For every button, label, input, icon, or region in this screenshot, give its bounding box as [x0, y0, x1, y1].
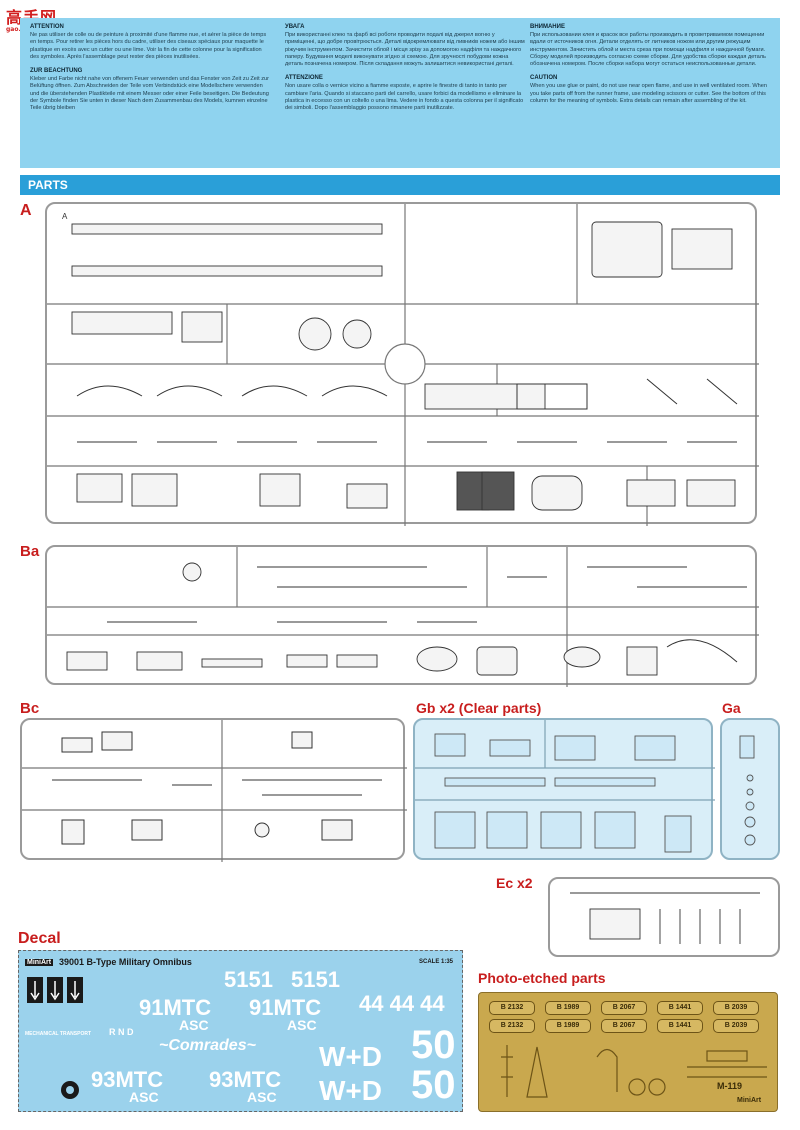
decal-wheel-emblem: [61, 1081, 79, 1099]
pe-title: Photo-etched parts: [478, 970, 606, 986]
decal-title: Decal: [18, 930, 61, 947]
warning-italian-title: ATTENZIONE: [285, 75, 323, 82]
decal-5151-a: 5151: [224, 967, 273, 992]
decal-93mtc-a: 93MTC: [91, 1067, 164, 1092]
sprue-ec: [548, 877, 780, 957]
sprue-a: A: [45, 202, 759, 526]
decal-5151-b: 5151: [291, 967, 340, 992]
sprue-bc: [20, 718, 407, 862]
sprue-ba: [45, 545, 759, 687]
decal-rnd: R N D: [109, 1027, 134, 1037]
sprue-a-drawing: A: [47, 204, 759, 526]
decal-comrades: ~Comrades~: [159, 1037, 256, 1054]
pe-plate-2: B 1989: [545, 1001, 591, 1015]
warning-italian-body: Non usare colla o vernice vicino a fiamm…: [285, 83, 524, 112]
warning-german-title: ZUR BEACHTUNG: [30, 68, 83, 75]
warning-french-title: ATTENTION: [30, 24, 64, 30]
decal-44: 44 44 44: [359, 991, 445, 1016]
decal-asc-d: ASC: [247, 1089, 277, 1105]
sprue-ga: [720, 718, 780, 860]
pe-fret: B 2132 B 1989 B 2067 B 1441 B 2039 B 213…: [478, 992, 778, 1112]
pe-plate-3: B 2067: [601, 1001, 647, 1015]
pe-plate-4: B 1441: [657, 1001, 703, 1015]
decal-asc-c: ASC: [129, 1089, 159, 1105]
decal-sheet: MiniArt 39001 B-Type Military Omnibus SC…: [18, 950, 463, 1112]
pe-plate-1: B 2132: [489, 1001, 535, 1015]
warning-french-body: Ne pas utiliser de colle ou de peinture …: [30, 32, 267, 60]
warning-ukrainian-title: УВАГА: [285, 24, 305, 30]
decal-arrow-emblems: [27, 977, 83, 1003]
warning-russian-body: При использовании клея и красок все рабо…: [530, 32, 766, 68]
warning-col-left: ATTENTION Ne pas utiliser de colle ou de…: [30, 24, 270, 119]
decal-scale: SCALE 1:35: [419, 959, 454, 965]
sprue-gb-drawing: [415, 720, 715, 853]
warning-col-right: ВНИМАНИЕ При использовании клея и красок…: [530, 24, 770, 112]
decal-mech-transport: MECHANICAL TRANSPORT: [25, 1031, 92, 1037]
decal-50-b: 50: [411, 1063, 456, 1107]
sprue-ec-drawing: [570, 892, 760, 944]
decal-91mtc-b: 91MTC: [249, 995, 322, 1020]
sprue-ba-label: Ba: [20, 543, 40, 560]
decal-wd-b: W+D: [319, 1075, 382, 1106]
warning-ukrainian-body: При використанні клею та фарб всі роботи…: [285, 32, 525, 68]
parts-header-bar: PARTS: [20, 175, 780, 195]
sprue-ga-label: Ga: [722, 700, 741, 716]
decal-93mtc-b: 93MTC: [209, 1067, 282, 1092]
sprue-ga-drawing: [739, 735, 756, 846]
sprue-ec-label: Ec x2: [496, 875, 533, 891]
pe-small-parts: [501, 1045, 767, 1098]
pe-plate-7: B 1989: [545, 1019, 591, 1033]
warnings-panel: ATTENTION Ne pas utiliser de colle ou de…: [20, 18, 780, 168]
warning-col-middle: УВАГА При використанні клею та фарб всі …: [285, 24, 525, 119]
decal-asc-a: ASC: [179, 1017, 209, 1033]
pe-plate-8: B 2067: [601, 1019, 647, 1033]
decal-kit-name: 39001 B-Type Military Omnibus: [59, 957, 192, 967]
pe-plate-10: B 2039: [713, 1019, 759, 1033]
sprue-a-label: A: [20, 202, 32, 219]
decal-91mtc-a: 91MTC: [139, 995, 212, 1020]
sprue-ba-drawing: [47, 547, 759, 687]
sprue-gb-label: Gb x2 (Clear parts): [416, 700, 542, 716]
decal-asc-b: ASC: [287, 1017, 317, 1033]
parts-header-text: PARTS: [28, 178, 68, 192]
warning-english-title: CAUTION: [530, 75, 558, 82]
pe-plate-9: B 1441: [657, 1019, 703, 1033]
pe-plate-5: B 2039: [713, 1001, 759, 1015]
sprue-gb: [413, 718, 715, 860]
sprue-bc-drawing: [22, 720, 407, 862]
pe-brand: MiniArt: [737, 1097, 762, 1104]
sprue-bc-label: Bc: [20, 700, 40, 717]
pe-plate-6: B 2132: [489, 1019, 535, 1033]
decal-wd-a: W+D: [319, 1041, 382, 1072]
warning-english-body: When you use glue or paint, do not use n…: [530, 83, 767, 104]
pe-code: M-119: [717, 1081, 743, 1091]
warning-russian-title: ВНИМАНИЕ: [530, 24, 565, 30]
decal-brand: MiniArt: [25, 959, 54, 966]
decal-50-a: 50: [411, 1023, 456, 1067]
warning-german-body: Kleber und Farbe nicht nahe von offenem …: [30, 76, 270, 112]
sprue-a-frame-letter: A: [62, 212, 68, 221]
